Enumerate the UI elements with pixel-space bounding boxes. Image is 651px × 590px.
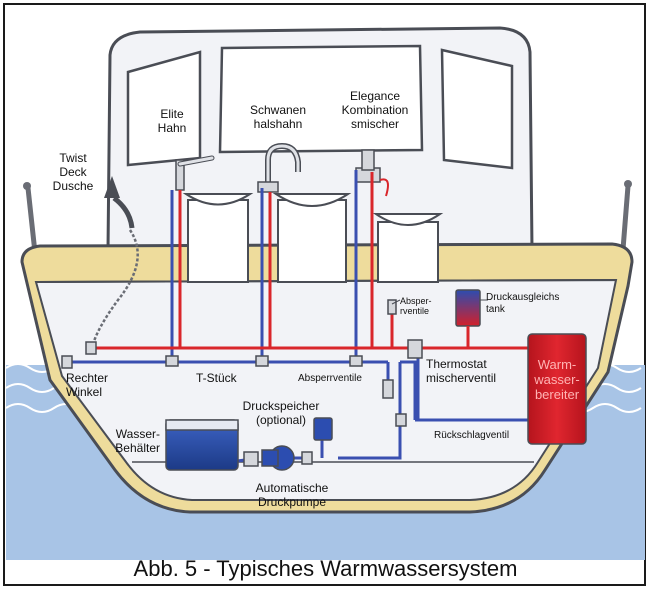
label-line: Warm- bbox=[537, 357, 577, 372]
label-line: mischerventil bbox=[426, 370, 497, 385]
label-line: Druckausgleichs bbox=[486, 292, 560, 303]
label-druckausgleichstank: Druckausgleichs tank bbox=[486, 292, 559, 315]
label-line: smischer bbox=[350, 116, 399, 131]
sink-cabinets bbox=[182, 193, 444, 283]
faucets bbox=[104, 142, 389, 229]
shower-hose bbox=[90, 229, 139, 349]
label-schwanenhalshahn: Schwanen halshahn bbox=[240, 103, 316, 132]
hot-water-pipes bbox=[90, 172, 530, 420]
label-line: Elite bbox=[160, 107, 184, 121]
figure-caption: Abb. 5 - Typisches Warmwassersystem bbox=[133, 556, 518, 581]
label-t-stueck: T-Stück bbox=[196, 371, 237, 385]
fittings bbox=[61, 299, 423, 427]
water-tank bbox=[165, 419, 239, 471]
label-elite-hahn: Elite Hahn bbox=[146, 107, 198, 136]
label-thermostat: Thermostat mischerventil bbox=[426, 357, 497, 386]
label-line: Behälter bbox=[115, 440, 160, 455]
label-elegance: Elegance Kombination smischer bbox=[330, 89, 420, 131]
label-automatische-druckpumpe: Automatische Druckpumpe bbox=[244, 481, 340, 510]
label-line: wasser- bbox=[534, 371, 580, 387]
label-twist-deck-dusche: Twist Deck Dusche bbox=[50, 151, 96, 193]
accumulator bbox=[313, 417, 333, 441]
label-line: Winkel bbox=[66, 384, 103, 399]
label-line: Schwanen bbox=[249, 103, 307, 117]
label-line: Kombination bbox=[341, 102, 409, 117]
label-line: Druckspeicher bbox=[242, 399, 320, 413]
pressure-compensation-tank bbox=[455, 289, 481, 348]
label-line: Elegance bbox=[349, 89, 401, 103]
label-line: Automatische bbox=[255, 481, 329, 495]
pointer-lines bbox=[391, 299, 488, 305]
label-rueckschlagventil: Rückschlagventil bbox=[434, 430, 510, 441]
label-line: Deck bbox=[59, 164, 87, 179]
label-absperrventile-bottom: Absperrventile bbox=[298, 373, 362, 384]
label-line: Thermostat bbox=[426, 357, 487, 371]
label-line: bereiter bbox=[534, 386, 580, 402]
label-absperrventile-top: Absper- rventile bbox=[400, 296, 432, 317]
label-line: Wasser- bbox=[115, 427, 160, 441]
label-rechter-winkel: Rechter Winkel bbox=[66, 371, 109, 400]
pump bbox=[243, 445, 313, 471]
label-line: Dusche bbox=[52, 178, 94, 193]
label-warmwasserbereiter: Warm- wasser- bereiter bbox=[528, 357, 586, 403]
water-heater bbox=[527, 333, 587, 445]
label-druckspeicher: Druckspeicher (optional) bbox=[236, 399, 326, 428]
label-line: Absper- bbox=[400, 296, 432, 306]
label-line: tank bbox=[486, 303, 505, 315]
label-wasserbehaelter: Wasser- Behälter bbox=[100, 427, 160, 456]
label-line: Twist bbox=[59, 151, 87, 165]
label-line: rventile bbox=[400, 306, 430, 317]
label-line: Druckpumpe bbox=[257, 494, 327, 509]
label-line: Hahn bbox=[157, 120, 187, 135]
label-line: (optional) bbox=[255, 412, 307, 427]
label-line: Rechter bbox=[66, 371, 109, 385]
label-line: halshahn bbox=[253, 116, 303, 131]
